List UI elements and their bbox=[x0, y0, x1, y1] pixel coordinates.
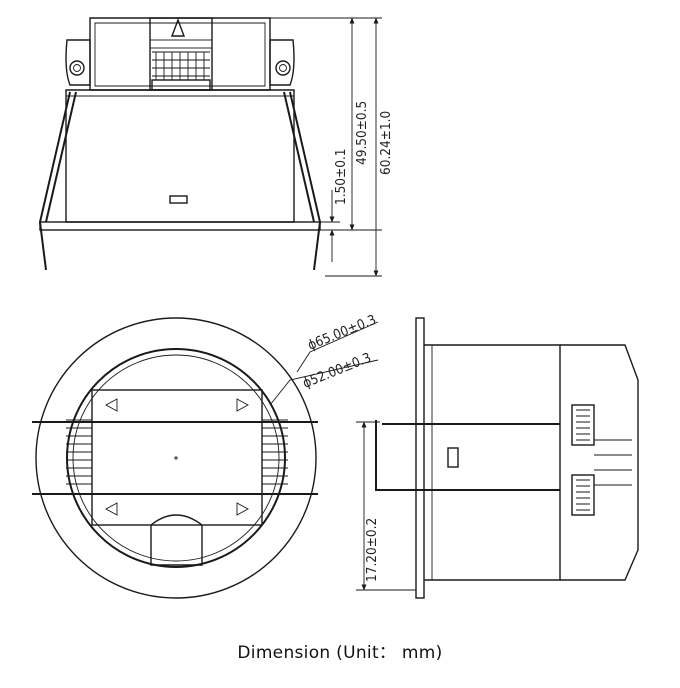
side-terminal-housing bbox=[560, 344, 639, 581]
caption: Dimension (Unit： mm) bbox=[237, 643, 443, 663]
mounting-lug-left bbox=[65, 39, 91, 86]
center-mark bbox=[174, 456, 178, 460]
terminal-block bbox=[149, 17, 213, 91]
side-indicator-slot bbox=[447, 447, 459, 468]
plan-view: ϕ65.00±0.3 ϕ52.00±0.3 bbox=[32, 312, 379, 599]
alignment-triangles bbox=[105, 398, 249, 516]
cutout-diameter-dim: ϕ52.00±0.3 bbox=[301, 350, 374, 392]
release-tab bbox=[150, 514, 203, 566]
body-height-dim: 49.50±0.5 bbox=[354, 101, 370, 165]
side-elevation-view: 1.50±0.1 49.50±0.5 60.24±1.0 bbox=[38, 17, 394, 277]
cutout-circle bbox=[66, 348, 286, 568]
spring-wires bbox=[32, 421, 318, 495]
side-screw-terminals bbox=[571, 404, 632, 516]
flange bbox=[39, 221, 321, 231]
sensor-face bbox=[91, 389, 263, 526]
mounting-lug-right bbox=[269, 39, 295, 86]
outer-flange-circle bbox=[35, 317, 317, 599]
spring-clip-left bbox=[38, 91, 77, 271]
total-height-dim: 60.24±1.0 bbox=[378, 111, 394, 175]
indicator-slot bbox=[169, 195, 188, 204]
lower-body bbox=[65, 89, 295, 223]
spring-clip-right bbox=[283, 91, 322, 271]
side-body bbox=[424, 344, 561, 581]
flange-thickness-dim: 1.50±0.1 bbox=[333, 148, 349, 205]
side-section-view: 17.20±0.2 bbox=[356, 317, 639, 599]
side-spring-clip bbox=[375, 420, 560, 491]
side-terminals bbox=[66, 419, 288, 485]
side-flange bbox=[415, 317, 425, 599]
outer-diameter-dim: ϕ65.00±0.3 bbox=[306, 312, 379, 354]
spring-height-dim: 17.20±0.2 bbox=[364, 518, 380, 582]
